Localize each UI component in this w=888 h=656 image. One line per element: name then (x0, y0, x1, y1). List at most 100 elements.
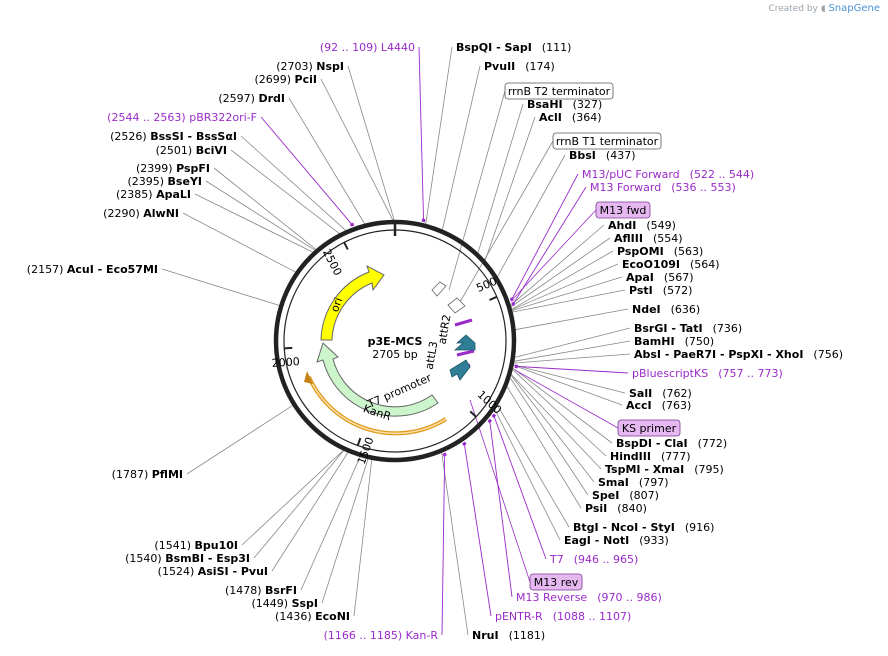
enzyme-label[interactable]: (1787) PflMI (112, 468, 183, 481)
enzyme-position: (2501) (156, 144, 196, 157)
enzyme-name: SspI (292, 597, 318, 610)
enzyme-label[interactable]: EcoO109I(564) (622, 258, 720, 271)
enzyme-label[interactable]: ApaI(567) (626, 271, 694, 284)
enzyme-label[interactable]: PvuII(174) (484, 60, 555, 73)
enzyme-leader (510, 373, 602, 470)
boxed-label[interactable]: M13 fwd (600, 204, 647, 217)
primer-label[interactable]: pENTR-R(1088 .. 1107) (495, 610, 631, 623)
enzyme-label[interactable]: (2703) NspI (276, 60, 344, 73)
enzyme-name: Bpu10I (195, 539, 239, 552)
primer-mark (509, 297, 514, 302)
enzyme-position: (840) (617, 502, 647, 515)
enzyme-label[interactable]: AflIII(554) (614, 232, 683, 245)
enzyme-label[interactable]: BsrGI - TatI(736) (634, 322, 742, 335)
enzyme-label[interactable]: TspMI - XmaI(795) (605, 463, 724, 476)
enzyme-label[interactable]: (1478) BsrFI (225, 584, 297, 597)
primer-label[interactable]: pBluescriptKS(757 .. 773) (632, 367, 783, 380)
enzyme-label[interactable]: AccI(763) (626, 399, 691, 412)
attl3-feature[interactable] (449, 359, 471, 381)
enzyme-label[interactable]: (2526) BssSI - BssSαI (110, 130, 237, 143)
enzyme-name: BseYI (168, 175, 202, 188)
enzyme-label[interactable]: (2157) AcuI - Eco57MI (27, 263, 158, 276)
enzyme-label[interactable]: (2699) PciI (254, 73, 317, 86)
rrnb-t1-feature[interactable] (447, 297, 466, 314)
boxed-label[interactable]: rrnB T2 terminator (508, 85, 611, 98)
enzyme-label[interactable]: (2385) ApaLI (116, 188, 191, 201)
enzyme-leader (240, 135, 347, 232)
enzyme-name: HindIII (610, 450, 651, 463)
enzyme-label[interactable]: BbsI(437) (569, 149, 636, 162)
enzyme-label[interactable]: BtgI - NcoI - StyI(916) (573, 521, 714, 534)
enzyme-name: PflMI (152, 468, 183, 481)
boxed-label[interactable]: M13 rev (534, 576, 579, 589)
enzyme-label[interactable]: AhdI(549) (608, 219, 676, 232)
enzyme-label[interactable]: NruI(1181) (472, 629, 545, 642)
enzyme-label[interactable]: NdeI(636) (632, 303, 700, 316)
enzyme-label[interactable]: (1541) Bpu10I (154, 539, 238, 552)
rrnb-t2-feature[interactable] (431, 281, 447, 297)
enzyme-label[interactable]: (2501) BciVI (156, 144, 227, 157)
primer-range: (970 .. 986) (597, 591, 662, 604)
enzyme-position: (327) (573, 98, 603, 111)
primer-mark (421, 218, 426, 223)
kanr-feature[interactable] (316, 342, 439, 417)
attr2-feature[interactable] (453, 334, 476, 351)
enzyme-leader (510, 250, 614, 311)
enzyme-leader (509, 224, 605, 307)
enzyme-label[interactable]: SalI(762) (629, 387, 692, 400)
enzyme-position: (549) (646, 219, 676, 232)
enzyme-label[interactable]: (1449) SspI (251, 597, 318, 610)
credit-prefix: Created by (768, 4, 818, 14)
enzyme-position: (772) (698, 437, 728, 450)
enzyme-label[interactable]: BspDI - ClaI (772) (616, 437, 727, 450)
enzyme-position: (916) (685, 521, 715, 534)
enzyme-name: - ClaI (652, 437, 688, 450)
primer-label[interactable]: (1166 .. 1185) Kan-R (324, 629, 439, 642)
enzyme-label[interactable]: BamHI(750) (634, 335, 714, 348)
primer-label[interactable]: M13 Forward(536 .. 553) (590, 181, 736, 194)
enzyme-name: - TatI (667, 322, 702, 335)
enzyme-label[interactable]: (2597) DrdI (218, 92, 285, 105)
enzyme-name: SpeI (592, 489, 619, 502)
enzyme-label[interactable]: AbsI - PaeR7I - PspXI - XhoI(756) (634, 348, 843, 361)
enzyme-label[interactable]: AclI(364) (539, 111, 602, 124)
primer-name: M13 Forward (590, 181, 661, 194)
enzyme-name: BsrFI (265, 584, 297, 597)
enzyme-label[interactable]: (2290) AlwNI (103, 207, 179, 220)
enzyme-label[interactable]: (2395) BseYI (127, 175, 202, 188)
enzyme-label[interactable]: (2399) PspFI (136, 162, 210, 175)
enzyme-name: EagI (564, 534, 591, 547)
primer-name: pBR322ori-F (189, 111, 257, 124)
enzyme-label[interactable]: (1540) BsmBI - Esp3I (125, 552, 250, 565)
enzyme-position: (1478) (225, 584, 265, 597)
primer-label[interactable]: (92 .. 109) L4440 (320, 41, 415, 54)
boxed-label-bg (529, 573, 583, 591)
enzyme-label[interactable]: PstI(572) (629, 284, 692, 297)
primer-label[interactable]: M13/pUC Forward(522 .. 544) (582, 168, 754, 181)
enzyme-label[interactable]: BspQI - SapI(111) (456, 41, 571, 54)
ori-feature[interactable] (320, 264, 385, 341)
primer-label[interactable]: M13 Reverse(970 .. 986) (516, 591, 662, 604)
enzyme-label[interactable]: SmaI(797) (598, 476, 669, 489)
primer-label[interactable]: T7(946 .. 965) (549, 553, 638, 566)
enzyme-name: BspDI (616, 437, 652, 450)
enzyme-label[interactable]: (1524) AsiSI - PvuI (158, 565, 268, 578)
enzyme-label[interactable]: (1436) EcoNI (275, 610, 350, 623)
primer-mark (511, 301, 516, 306)
enzyme-leader (512, 364, 623, 406)
enzyme-label[interactable]: EagI - NotI(933) (564, 534, 669, 547)
enzyme-label[interactable]: PspOMI(563) (617, 245, 703, 258)
enzyme-label[interactable]: SpeI(807) (592, 489, 659, 502)
enzyme-label[interactable]: BsaHI(327) (527, 98, 602, 111)
primer-range: (2544 .. 2563) (107, 111, 189, 124)
enzyme-position: (2597) (218, 92, 258, 105)
enzyme-label[interactable]: HindIII(777) (610, 450, 691, 463)
enzyme-name: AbsI (634, 348, 661, 361)
primer-mark (491, 413, 497, 419)
primer-mark (514, 364, 519, 369)
enzyme-label[interactable]: PsiI(840) (585, 502, 647, 515)
primer-label[interactable]: (2544 .. 2563) pBR322ori-F (107, 111, 257, 124)
boxed-label[interactable]: KS primer (622, 422, 677, 435)
primer-leader (516, 365, 629, 374)
boxed-label[interactable]: rrnB T1 terminator (556, 135, 659, 148)
